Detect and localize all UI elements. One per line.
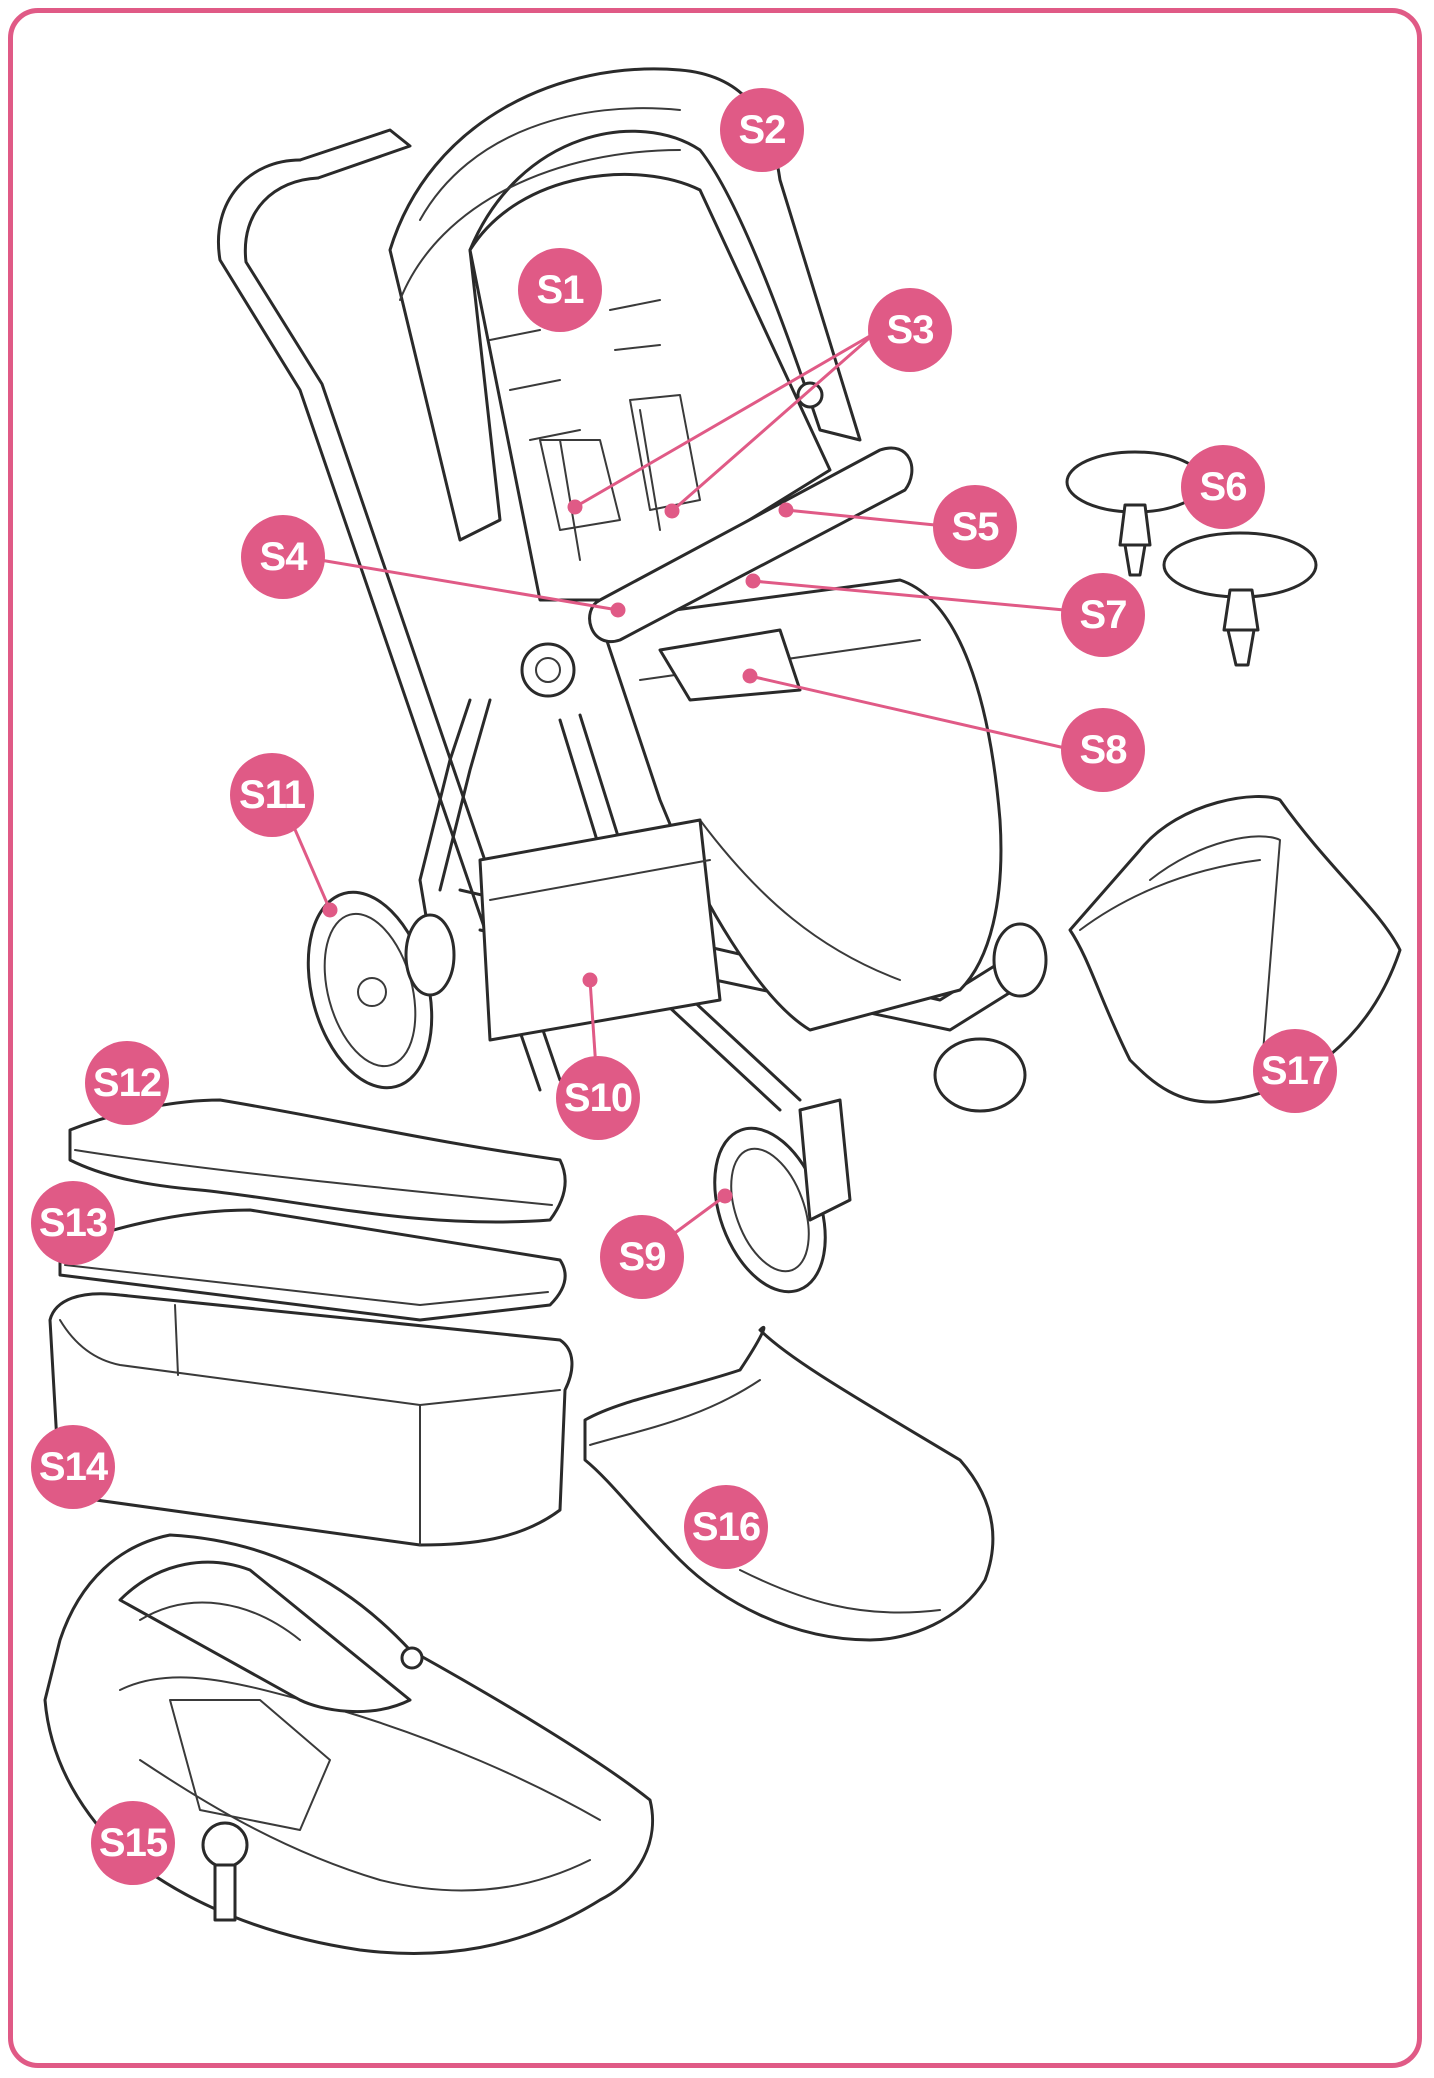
label-s11-text: S11 bbox=[239, 772, 306, 817]
carrycot bbox=[43, 1533, 655, 1955]
mattress-pad bbox=[68, 1098, 567, 1224]
label-s14-text: S14 bbox=[38, 1444, 108, 1489]
label-s15: S15 bbox=[91, 1801, 175, 1885]
apron-cover bbox=[583, 1326, 995, 1642]
label-s2-text: S2 bbox=[738, 107, 787, 152]
leader-lines bbox=[278, 331, 1076, 1257]
label-s4-text: S4 bbox=[259, 534, 308, 579]
label-s5-text: S5 bbox=[951, 504, 1000, 549]
label-s7: S7 bbox=[1061, 573, 1145, 657]
label-s13: S13 bbox=[31, 1181, 115, 1265]
label-s4: S4 bbox=[241, 515, 325, 599]
label-s11: S11 bbox=[230, 753, 314, 837]
label-s16-text: S16 bbox=[691, 1504, 761, 1549]
label-s8-text: S8 bbox=[1079, 727, 1128, 772]
seat-unit bbox=[388, 67, 1003, 1032]
car-seat-adapters bbox=[1065, 450, 1318, 667]
label-s3: S3 bbox=[868, 288, 952, 372]
label-s12: S12 bbox=[85, 1041, 169, 1125]
label-s2: S2 bbox=[720, 88, 804, 172]
label-s1: S1 bbox=[518, 248, 602, 332]
label-s6-text: S6 bbox=[1199, 464, 1248, 509]
label-s17: S17 bbox=[1253, 1029, 1337, 1113]
label-s12-text: S12 bbox=[92, 1060, 162, 1105]
label-s14: S14 bbox=[31, 1425, 115, 1509]
label-s8: S8 bbox=[1061, 708, 1145, 792]
label-s15-text: S15 bbox=[98, 1820, 168, 1865]
carrycot-box bbox=[48, 1292, 574, 1547]
label-s10-text: S10 bbox=[563, 1075, 633, 1120]
label-s1-text: S1 bbox=[536, 267, 585, 312]
diagram-frame bbox=[8, 8, 1422, 2068]
storage-basket bbox=[478, 818, 722, 1042]
label-s9: S9 bbox=[600, 1215, 684, 1299]
label-s10: S10 bbox=[556, 1056, 640, 1140]
label-s3-text: S3 bbox=[886, 307, 935, 352]
label-s7-text: S7 bbox=[1079, 592, 1128, 637]
label-s16: S16 bbox=[684, 1485, 768, 1569]
sun-canopy bbox=[1068, 795, 1402, 1104]
label-s17-text: S17 bbox=[1260, 1048, 1330, 1093]
label-s5: S5 bbox=[933, 485, 1017, 569]
label-s9-text: S9 bbox=[618, 1234, 667, 1279]
label-s6: S6 bbox=[1181, 445, 1265, 529]
label-s13-text: S13 bbox=[38, 1200, 108, 1245]
wheels bbox=[306, 890, 1048, 1294]
